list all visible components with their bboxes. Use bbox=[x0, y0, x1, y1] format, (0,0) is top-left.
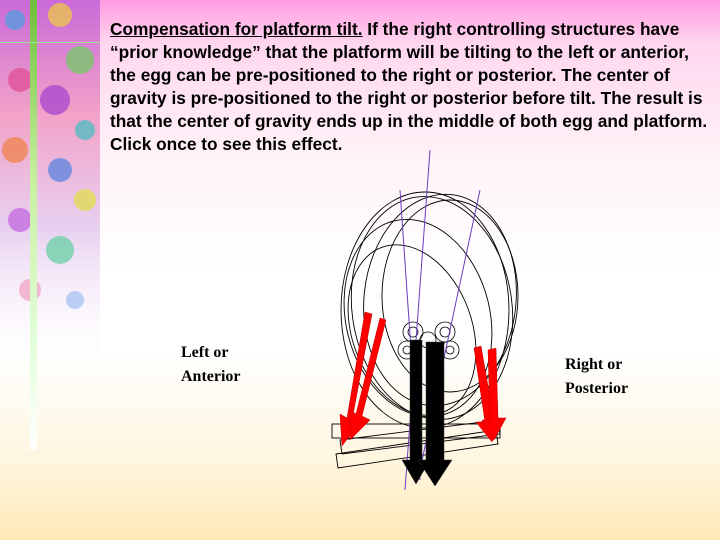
label-right-posterior: Right or Posterior bbox=[565, 356, 629, 397]
platform-tilted bbox=[339, 419, 501, 455]
heading-link[interactable]: Compensation for platform tilt. bbox=[110, 19, 363, 39]
label-left-anterior: Left or Anterior bbox=[181, 344, 241, 385]
red-arrow bbox=[349, 317, 387, 441]
red-arrow bbox=[481, 347, 507, 441]
green-vertical-bar bbox=[30, 0, 37, 450]
black-arrows bbox=[401, 339, 453, 487]
body-paragraph: If the right controlling structures have… bbox=[110, 19, 708, 154]
black-arrow bbox=[401, 339, 431, 485]
egg-outline bbox=[381, 199, 519, 393]
slide-body-text: Compensation for platform tilt. If the r… bbox=[110, 18, 710, 156]
black-arrow bbox=[417, 341, 453, 487]
egg-outline bbox=[350, 196, 514, 420]
spiral bbox=[434, 321, 456, 343]
strip-divider bbox=[0, 42, 100, 43]
red-arrows bbox=[339, 311, 507, 447]
egg-outline bbox=[340, 191, 510, 429]
gravity-line bbox=[404, 149, 431, 491]
